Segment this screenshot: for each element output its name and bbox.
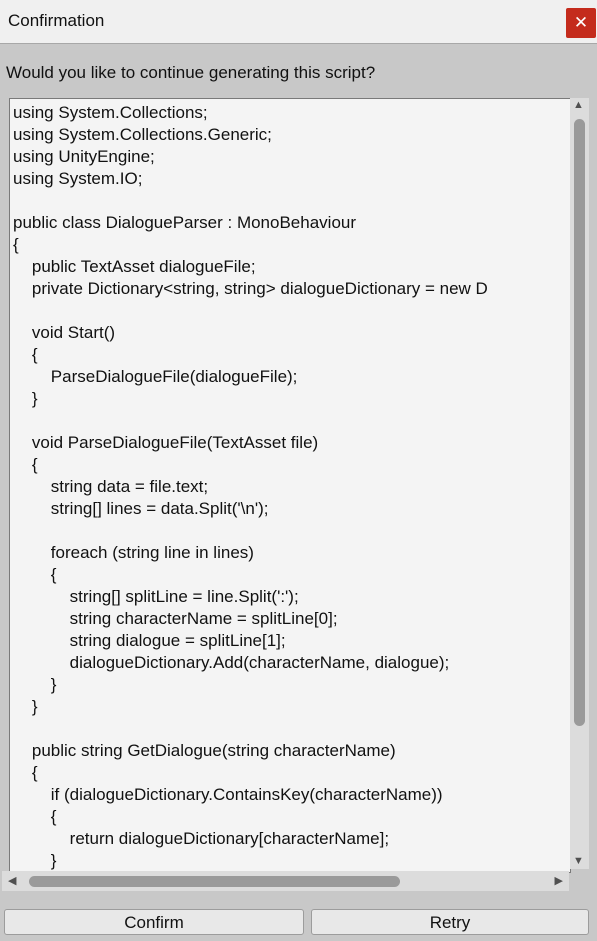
confirm-button[interactable]: Confirm [4, 909, 304, 935]
horizontal-scroll-thumb[interactable] [29, 876, 400, 887]
horizontal-scrollbar[interactable]: ◀ ▶ [2, 871, 569, 891]
script-code: using System.Collections; using System.C… [13, 103, 488, 870]
close-button[interactable]: ✕ [566, 8, 596, 38]
scroll-up-icon[interactable]: ▲ [573, 99, 584, 111]
scroll-down-icon[interactable]: ▼ [573, 855, 584, 867]
scroll-left-icon[interactable]: ◀ [8, 875, 17, 887]
vertical-scrollbar[interactable]: ▲ ▼ [570, 98, 589, 869]
close-icon: ✕ [573, 13, 589, 32]
script-text-area[interactable]: using System.Collections; using System.C… [9, 98, 571, 873]
window-title: Confirmation [8, 11, 105, 30]
confirmation-prompt: Would you like to continue generating th… [6, 63, 376, 82]
title-bar: Confirmation ✕ [0, 0, 597, 44]
retry-button[interactable]: Retry [311, 909, 589, 935]
vertical-scroll-thumb[interactable] [574, 119, 585, 726]
scroll-right-icon[interactable]: ▶ [554, 875, 563, 887]
